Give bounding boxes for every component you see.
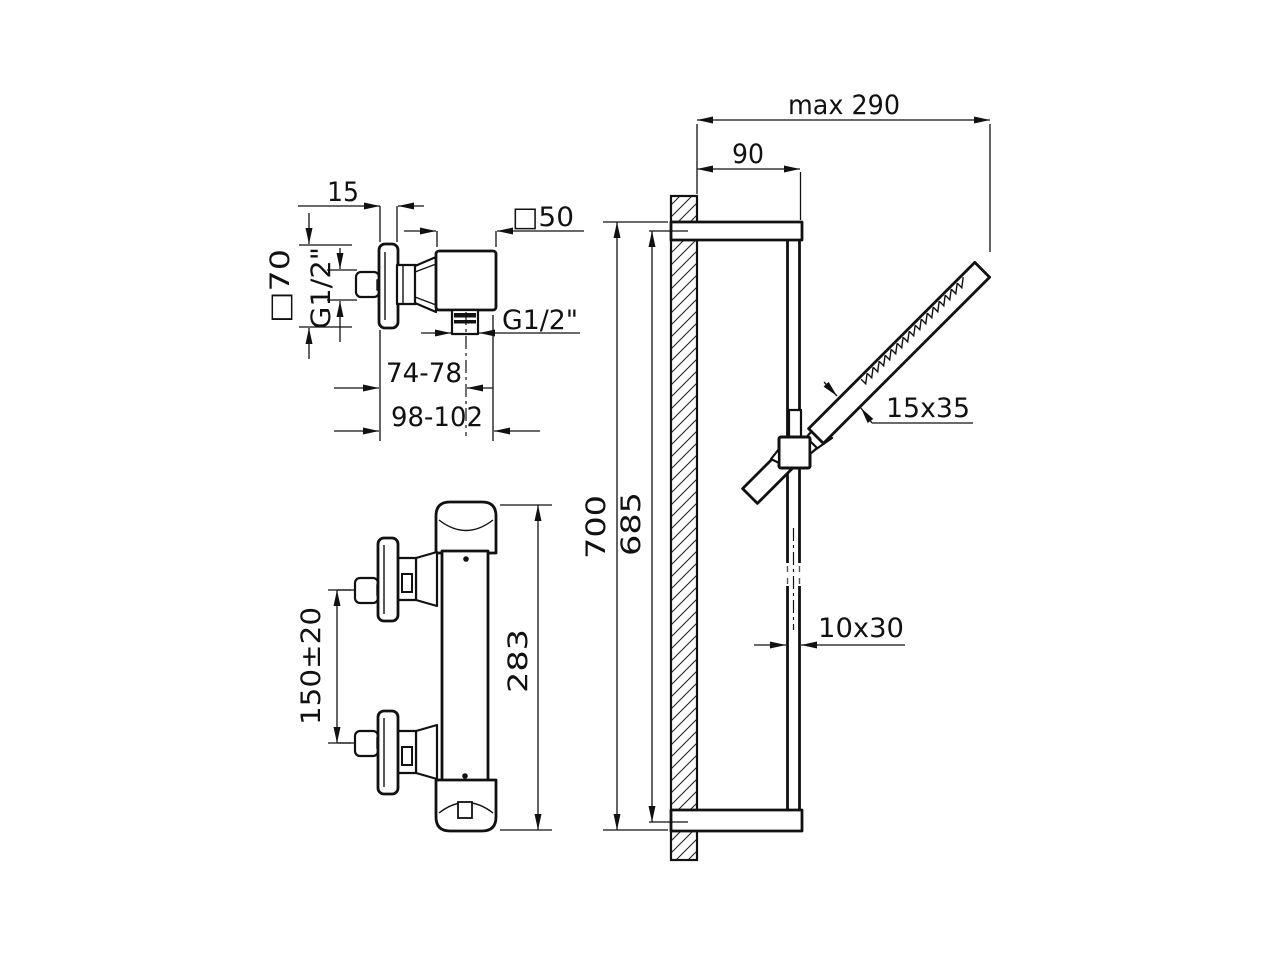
- slider-block: [777, 435, 812, 470]
- thread-band: [454, 320, 476, 324]
- dim-label-body-square: □50: [512, 202, 574, 233]
- dim-label-mixer-height: 283: [503, 629, 534, 693]
- wall-section: [669, 829, 699, 862]
- thread-band: [454, 313, 476, 318]
- ext-line: [649, 230, 688, 823]
- view-outlet-elbow: 15 □50 □70 G1/2" G1/2": [265, 177, 584, 441]
- slider-nub-left: [769, 447, 781, 465]
- spray-nozzle-teeth: [860, 277, 964, 386]
- bottom-screw-dot: [462, 773, 468, 779]
- dim-arm-length: 90: [697, 139, 802, 220]
- dim-flange-thickness: 15: [298, 177, 424, 242]
- dim-overall-depth: 98-102: [334, 402, 540, 435]
- inlet-knob: [353, 576, 380, 605]
- mixer-top-cap: [434, 500, 498, 555]
- dim-label-fixing-height: 685: [616, 492, 647, 556]
- dim-inlet-thread: G1/2": [306, 247, 357, 342]
- dim-label-flange-thickness: 15: [327, 177, 359, 208]
- dim-label-inlet-thread: G1/2": [306, 247, 337, 329]
- top-cap-arc: [438, 519, 494, 532]
- dim-overall-height: 700: [581, 221, 668, 831]
- rail-bottom-arm: [669, 808, 804, 833]
- dim-rail-section: 10x30: [754, 613, 905, 649]
- view-rail: max 290 90 700 685 15x35: [581, 90, 991, 862]
- dim-label-rail-section: 10x30: [818, 613, 904, 644]
- dim-label-handle-section: 15x35: [886, 393, 970, 424]
- bottom-wall-union: [338, 709, 439, 796]
- dim-mixer-height: 283: [500, 504, 552, 831]
- dim-label-arm-length: 90: [732, 139, 764, 170]
- ext-line: [328, 589, 354, 744]
- dim-flange-square: □70: [265, 213, 352, 359]
- hand-shower-stick: [807, 261, 991, 445]
- leader-arrow: [823, 381, 838, 397]
- wall-section: [669, 238, 699, 812]
- slider-collar: [787, 408, 803, 441]
- ext-line: [696, 124, 991, 252]
- ext-line: [327, 269, 357, 301]
- ext-line: [436, 231, 497, 247]
- dim-label-overall-depth: 98-102: [391, 402, 483, 433]
- view-mixer: 150±20 283: [296, 500, 552, 833]
- ext-line: [500, 504, 552, 831]
- square-body: [434, 249, 498, 312]
- dim-label-max-reach: max 290: [788, 90, 900, 121]
- nut-detail: [401, 746, 413, 766]
- dim-fixing-height: 685: [616, 230, 688, 823]
- dim-label-outlet-thread: G1/2": [502, 305, 578, 336]
- ext-line: [379, 206, 398, 242]
- dim-label-inlet-spacing: 150±20: [296, 607, 327, 725]
- cone-adapter: [414, 550, 439, 608]
- cone-detail-lines: [414, 263, 437, 306]
- dim-outlet-offset: 74-78: [334, 312, 494, 441]
- cone-adapter: [414, 723, 439, 781]
- inlet-knob: [354, 270, 381, 299]
- dim-label-outlet-offset: 74-78: [386, 358, 462, 389]
- body-screw-dot: [463, 556, 469, 562]
- wall-flange: [377, 242, 400, 330]
- top-wall-union: [338, 536, 439, 623]
- dim-max-reach: max 290: [696, 90, 991, 252]
- mixer-body: [440, 549, 490, 784]
- wall-section: [669, 194, 699, 224]
- inlet-knob: [353, 729, 380, 758]
- dim-inlet-spacing: 150±20: [296, 589, 354, 744]
- rail-top-arm: [669, 220, 804, 242]
- dim-handle-section: 15x35: [823, 381, 973, 424]
- dim-label-flange-square: □70: [265, 249, 296, 323]
- wall-flange: [376, 709, 400, 796]
- cone-adapter: [413, 255, 438, 314]
- nut-detail: [401, 573, 413, 593]
- slider-nub-right: [808, 439, 819, 456]
- dim-label-overall-height: 700: [581, 495, 612, 559]
- slide-rail-bar: [786, 240, 801, 810]
- bottom-cap-square: [457, 801, 473, 819]
- rail-break-marks: [786, 566, 801, 584]
- leader-arrow: [860, 407, 874, 424]
- dim-body-square: □50: [404, 202, 584, 247]
- union-nut: [395, 263, 418, 306]
- dim-outlet-thread: G1/2": [421, 305, 580, 337]
- wall-flange: [376, 536, 400, 623]
- ext-line: [299, 244, 352, 328]
